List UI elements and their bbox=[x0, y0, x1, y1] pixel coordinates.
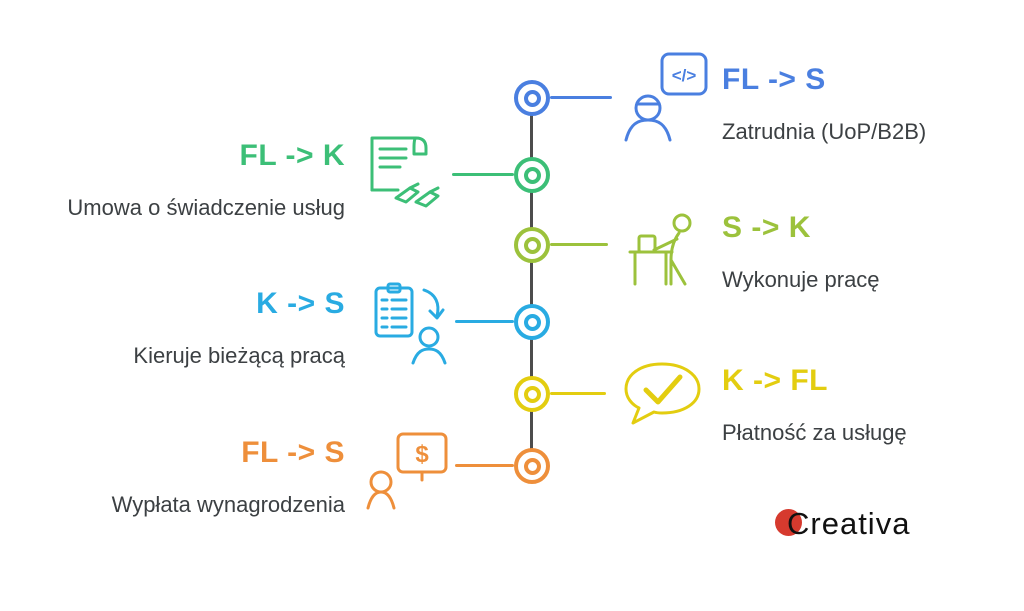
entry-label: FL -> K bbox=[239, 139, 345, 172]
entry-subtitle: Wypłata wynagrodzenia bbox=[111, 492, 345, 517]
entry-label: K -> FL bbox=[722, 364, 828, 397]
connector bbox=[455, 464, 514, 467]
timeline-node bbox=[514, 157, 550, 193]
node-inner-ring bbox=[523, 89, 541, 107]
timeline-node bbox=[514, 304, 550, 340]
entry-label: S -> K bbox=[722, 211, 811, 244]
timeline-node bbox=[514, 376, 550, 412]
entry-subtitle: Płatność za usługę bbox=[722, 420, 907, 445]
logo-dot bbox=[775, 509, 802, 536]
connector bbox=[455, 320, 514, 323]
node-inner-ring bbox=[523, 457, 541, 475]
timeline-node bbox=[514, 80, 550, 116]
node-inner-ring bbox=[523, 385, 541, 403]
entry-label: K -> S bbox=[256, 287, 345, 320]
connector bbox=[550, 243, 608, 246]
connector bbox=[550, 96, 612, 99]
timeline-entry: FL -> S Wypłata wynagrodzenia bbox=[15, 435, 345, 519]
timeline-entry: FL -> S Zatrudnia (UoP/B2B) bbox=[722, 62, 1022, 146]
logo-text: Creativa bbox=[787, 506, 911, 541]
entry-label: FL -> S bbox=[722, 63, 826, 96]
svg-text:$: $ bbox=[415, 441, 429, 468]
node-inner-ring bbox=[523, 313, 541, 331]
worker-icon bbox=[624, 210, 704, 290]
contract-icon bbox=[358, 132, 450, 212]
node-inner-ring bbox=[523, 166, 541, 184]
entry-subtitle: Kieruje bieżącą pracą bbox=[133, 343, 345, 368]
creativa-logo: Creativa bbox=[770, 506, 910, 550]
timeline-node bbox=[514, 227, 550, 263]
timeline-entry: FL -> K Umowa o świadczenie usług bbox=[15, 138, 345, 222]
entry-label: FL -> S bbox=[241, 436, 345, 469]
svg-text:</>: </> bbox=[672, 66, 697, 85]
approved-payment-icon bbox=[620, 360, 705, 430]
entry-subtitle: Umowa o świadczenie usług bbox=[67, 195, 345, 220]
timeline-node bbox=[514, 448, 550, 484]
node-inner-ring bbox=[523, 236, 541, 254]
timeline-entry: S -> K Wykonuje pracę bbox=[722, 210, 1022, 294]
clipboard-icon bbox=[372, 282, 457, 367]
timeline-entry: K -> FL Płatność za usługę bbox=[722, 363, 1022, 447]
connector bbox=[550, 392, 606, 395]
salary-icon: $ bbox=[366, 430, 451, 510]
connector bbox=[452, 173, 514, 176]
timeline-line bbox=[530, 98, 533, 466]
entry-subtitle: Zatrudnia (UoP/B2B) bbox=[722, 119, 927, 144]
timeline-entry: K -> S Kieruje bieżącą pracą bbox=[15, 286, 345, 370]
developer-icon: </> bbox=[620, 50, 710, 142]
entry-subtitle: Wykonuje pracę bbox=[722, 267, 880, 292]
